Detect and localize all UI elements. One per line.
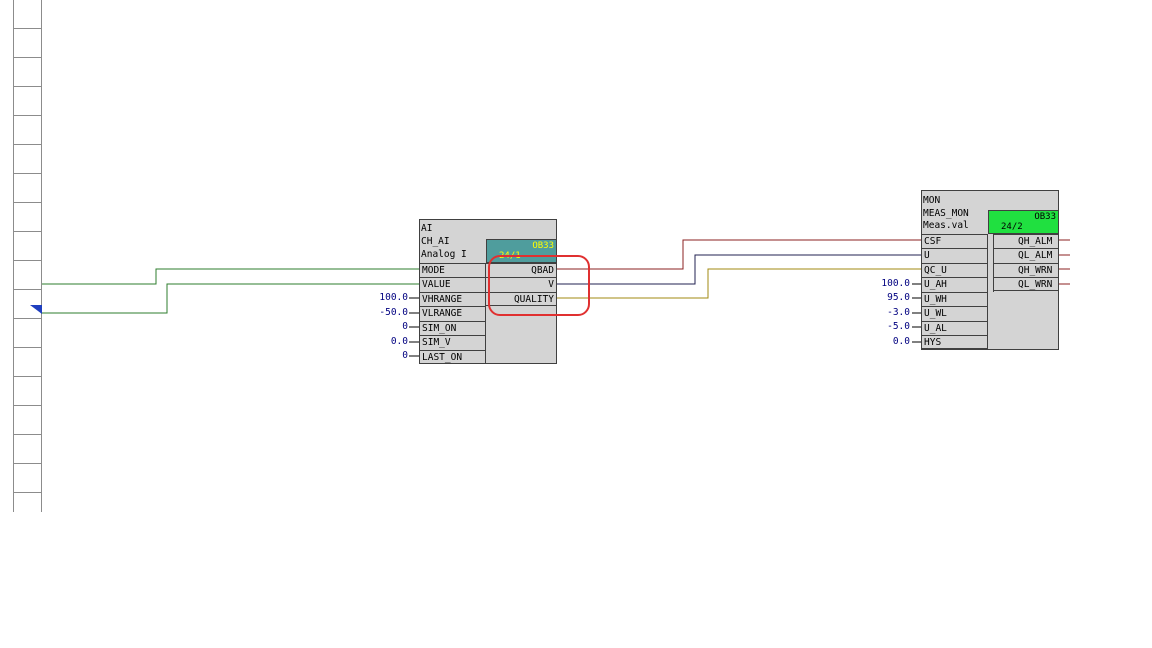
pin-ai-vhrange[interactable]: VHRANGE bbox=[420, 292, 485, 306]
param-mon-u-al[interactable]: -5.0 bbox=[887, 321, 910, 332]
pin-mon-u-wl[interactable]: U_WL bbox=[922, 306, 987, 320]
function-block-mon[interactable]: MON MEAS_MON Meas.val OB33 24/2 CSF U QC… bbox=[921, 190, 1059, 350]
wire-value[interactable] bbox=[42, 283, 420, 314]
pin-mon-qh-wrn[interactable]: QH_WRN bbox=[994, 263, 1059, 277]
pin-ai-v[interactable]: V bbox=[486, 277, 557, 291]
ob-label: OB33 bbox=[1034, 212, 1056, 222]
block-mon-name: MON bbox=[923, 195, 941, 206]
block-ai-type: CH_AI bbox=[421, 236, 450, 247]
block-mon-runtime-group[interactable]: OB33 24/2 bbox=[988, 210, 1059, 234]
pin-mon-qh-alm[interactable]: QH_ALM bbox=[994, 234, 1059, 248]
block-mon-outputs: QH_ALM QL_ALM QH_WRN QL_WRN bbox=[993, 234, 1059, 292]
pin-ai-vlrange[interactable]: VLRANGE bbox=[420, 306, 485, 320]
connection-marker bbox=[30, 305, 42, 314]
wire-mode[interactable] bbox=[42, 268, 420, 285]
pin-mon-ql-alm[interactable]: QL_ALM bbox=[994, 248, 1059, 262]
param-ai-vlrange[interactable]: -50.0 bbox=[379, 307, 408, 318]
param-mon-u-wh[interactable]: 95.0 bbox=[887, 292, 910, 303]
block-mon-comment: Meas.val bbox=[923, 220, 969, 231]
pin-ai-last-on[interactable]: LAST_ON bbox=[420, 350, 485, 364]
pin-mon-u[interactable]: U bbox=[922, 248, 987, 262]
pin-ai-quality[interactable]: QUALITY bbox=[486, 292, 557, 306]
pin-mon-u-wh[interactable]: U_WH bbox=[922, 292, 987, 306]
pin-ai-sim-v[interactable]: SIM_V bbox=[420, 335, 485, 349]
pin-mon-csf[interactable]: CSF bbox=[922, 234, 987, 248]
param-ai-vhrange[interactable]: 100.0 bbox=[379, 292, 408, 303]
pin-ai-value[interactable]: VALUE bbox=[420, 277, 485, 291]
pin-mon-u-ah[interactable]: U_AH bbox=[922, 277, 987, 291]
param-ai-sim-v[interactable]: 0.0 bbox=[390, 336, 408, 347]
runtime-label: 24/2 bbox=[1001, 222, 1023, 232]
pin-ai-qbad[interactable]: QBAD bbox=[486, 263, 557, 277]
param-mon-hys[interactable]: 0.0 bbox=[892, 336, 910, 347]
pin-ai-mode[interactable]: MODE bbox=[420, 263, 485, 277]
wire-v-u[interactable] bbox=[556, 254, 922, 285]
block-ai-name: AI bbox=[421, 223, 433, 234]
highlight-outputs bbox=[488, 255, 590, 316]
param-mon-u-ah[interactable]: 100.0 bbox=[881, 278, 910, 289]
block-ai-inputs: MODE VALUE VHRANGE VLRANGE SIM_ON SIM_V … bbox=[420, 263, 486, 364]
wire-qbad-csf[interactable] bbox=[556, 239, 922, 270]
block-ai-comment: Analog I bbox=[421, 249, 467, 260]
pin-mon-qc-u[interactable]: QC_U bbox=[922, 263, 987, 277]
ob-label: OB33 bbox=[532, 241, 554, 251]
param-ai-sim-on[interactable]: 0 bbox=[402, 321, 408, 332]
pin-ai-sim-on[interactable]: SIM_ON bbox=[420, 321, 485, 335]
pin-mon-hys[interactable]: HYS bbox=[922, 335, 987, 349]
pin-mon-ql-wrn[interactable]: QL_WRN bbox=[994, 277, 1059, 291]
sheet-border-left bbox=[13, 0, 42, 512]
wire-quality-qcu[interactable] bbox=[556, 268, 922, 299]
pin-mon-u-al[interactable]: U_AL bbox=[922, 321, 987, 335]
block-mon-inputs: CSF U QC_U U_AH U_WH U_WL U_AL HYS bbox=[922, 234, 988, 350]
block-mon-type: MEAS_MON bbox=[923, 208, 969, 219]
param-ai-last-on[interactable]: 0 bbox=[402, 350, 408, 361]
param-mon-u-wl[interactable]: -3.0 bbox=[887, 307, 910, 318]
block-ai-outputs: QBAD V QUALITY bbox=[486, 263, 557, 306]
